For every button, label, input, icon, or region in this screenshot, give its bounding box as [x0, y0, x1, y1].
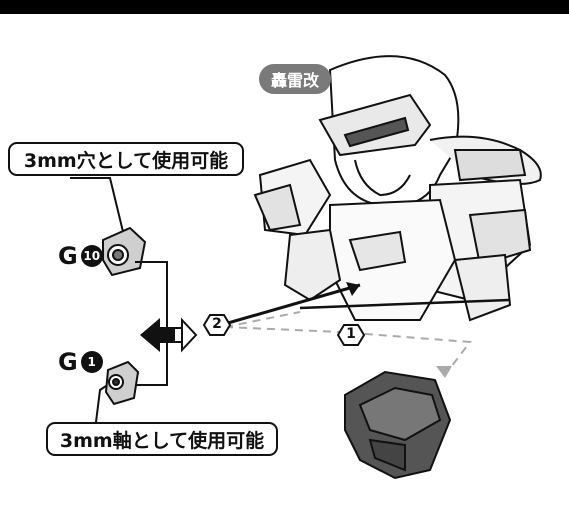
- step-2-number: 2: [212, 316, 222, 332]
- shaft-callout: 3mm軸として使用可能: [46, 422, 278, 456]
- insert-arrow: [140, 318, 180, 352]
- chest-armor-part: [344, 370, 452, 480]
- figure-name-badge: 轟雷改: [259, 64, 331, 94]
- part-number-badge: 1: [80, 351, 103, 373]
- part-g10-illustration: [102, 226, 147, 277]
- part-number-badge: 10: [80, 245, 103, 267]
- step2-arrow: [227, 283, 361, 325]
- step1-dashed-line: [224, 311, 472, 376]
- hole-callout: 3mm穴として使用可能: [8, 142, 244, 176]
- figure-illustration: [253, 55, 542, 322]
- part-code-text: G: [58, 348, 78, 376]
- part-label-g1: G 1: [58, 348, 103, 376]
- part-g1-illustration: [104, 360, 140, 406]
- part-code-text: G: [58, 242, 78, 270]
- leader-hole: [70, 177, 126, 241]
- step-1-marker: [336, 324, 366, 346]
- choice-bracket: [135, 261, 168, 386]
- part-label-g10: G 10: [58, 242, 103, 270]
- step-1-number: 1: [346, 326, 356, 342]
- step-2-marker: [202, 314, 232, 336]
- top-bar: [0, 0, 569, 14]
